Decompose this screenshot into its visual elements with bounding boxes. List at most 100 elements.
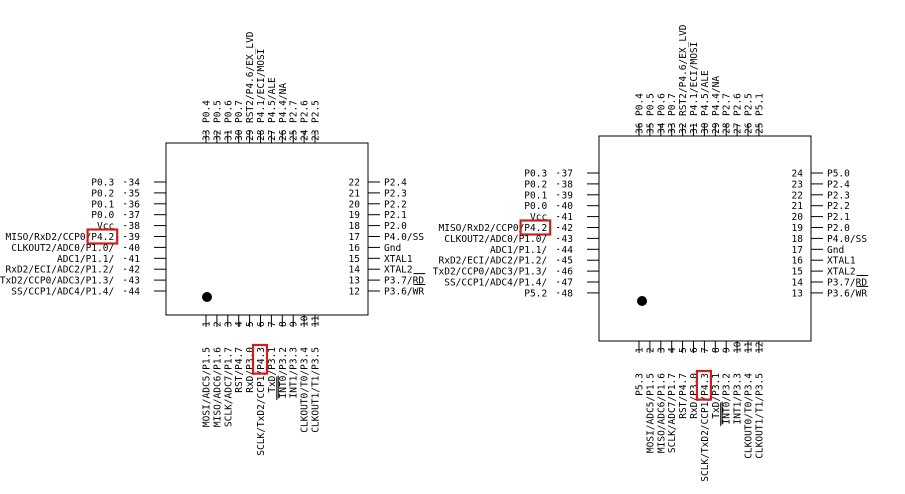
pin-number: 31 (223, 129, 234, 141)
pin-name: Vcc (530, 212, 547, 223)
pin-number: 21 (792, 201, 804, 212)
pin-name: P0.4 (202, 100, 213, 123)
pin-name-part: MISO/RxD2/CCP0/ (439, 223, 525, 234)
pin-number: 17 (349, 232, 360, 243)
pin-number: 17 (792, 245, 803, 256)
pin1-marker-dot (637, 296, 647, 306)
chip-body (598, 135, 812, 342)
pin-name: SCLK/TxD2/CCP1/P4.3 (700, 373, 711, 482)
pin-name: SCLK/ADC7/P1.7 (223, 347, 234, 427)
pin-name: P0.5 (645, 93, 656, 116)
overline-text: WR (413, 287, 425, 298)
pin-number: 25 (754, 123, 765, 134)
pin-number: 10 (300, 315, 311, 327)
pin-name: RxD2/ECI/ADC2/P1.2/ (6, 265, 115, 276)
pin-name: TxD/P3.1 (711, 373, 722, 419)
pin-name: CLKOUT1/T1/P3.5 (311, 347, 322, 433)
pin-name: ADC1/P1.1/ (490, 245, 547, 256)
pin-name: P2.3 (827, 190, 850, 201)
pin-number: 34 (656, 122, 667, 134)
pin-name: P3.7/RD (827, 278, 867, 289)
overline-text: RD (413, 276, 425, 287)
pin-number: 15 (349, 254, 360, 265)
pin-number: 15 (792, 267, 803, 278)
pin-number: 47 (562, 278, 573, 289)
pin-number: 37 (562, 169, 573, 180)
pin-number: 18 (349, 221, 361, 232)
pin-name: P2.2 (384, 199, 407, 210)
pin-number: 34 (129, 178, 141, 189)
pin-name: SCLK/ADC7/P1.7 (667, 373, 678, 453)
highlight-box (695, 369, 713, 401)
pin-name: RxD2/ECI/ADC2/P1.2/ (439, 256, 548, 267)
pin-name-part: SCLK/TxD2/CCP1/ (256, 370, 267, 456)
pin-name: P2.5 (311, 100, 322, 123)
pin-number: 3 (656, 347, 667, 353)
pin-number: 27 (733, 123, 744, 134)
pin-name: P4.4/NA (711, 76, 722, 116)
pin-number: 23 (792, 179, 803, 190)
pin-name-highlight: P4.3 (700, 373, 711, 396)
pin-number: 11 (744, 341, 755, 353)
pin-name: P2.6 (300, 100, 311, 123)
pin-name: Vcc (97, 221, 114, 232)
pin-name: P4.0/SS (827, 234, 867, 245)
pin-name: CLKOUT2/ADC0/P1.0/ (11, 243, 114, 254)
pin-name: XTAL1 (384, 254, 413, 265)
pin-name-part: P3.6/ (384, 287, 413, 298)
pin-name-highlight: P4.3 (256, 347, 267, 370)
pin-name: MOSI/ADC5/P1.5 (645, 373, 656, 453)
pin-number: 6 (689, 347, 700, 353)
left-pin-41: 41 Vcc (530, 212, 599, 223)
pin-name: XTAL1 (827, 256, 856, 267)
pin-number: 41 (562, 212, 574, 223)
pin-name-highlight: P4.2 (524, 223, 547, 234)
pin-number: 36 (129, 199, 141, 210)
pin-name: P2.7 (289, 100, 300, 123)
pin-number: 14 (792, 278, 804, 289)
pin-name: RxD/P3.0 (245, 347, 256, 393)
pin-name: SS/CCP1/ADC4/P1.4/ (444, 278, 547, 289)
pin-name: ADC1/P1.1/ (57, 254, 114, 265)
pin-name: XTAL2 (384, 265, 413, 276)
pin-number: 36 (635, 122, 646, 134)
pin-name: P2.1 (384, 210, 407, 221)
pin-number: 1 (635, 347, 646, 353)
pin-number: 10 (733, 341, 744, 353)
pin-number: 43 (562, 234, 573, 245)
pin-number: 1 (202, 321, 213, 327)
